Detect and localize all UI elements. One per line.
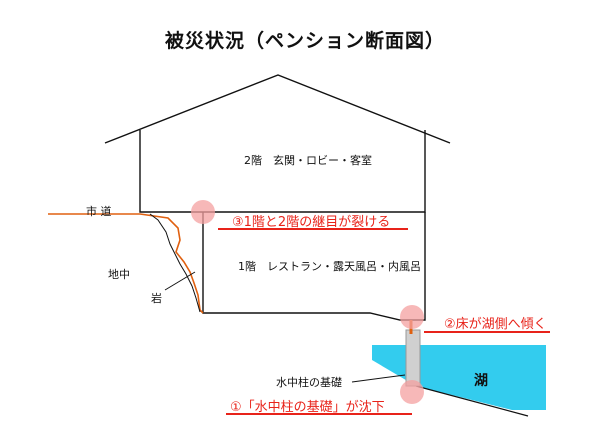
lake-bed-line (415, 385, 529, 417)
label-foundation: 水中柱の基礎 (276, 376, 342, 389)
annotation-joint-split: ③1階と2階の継目が裂ける (232, 215, 391, 230)
ground-line (48, 213, 204, 314)
label-lake: 湖 (474, 373, 488, 389)
highlight-circle-foundation (400, 380, 424, 404)
diagram-title: 被災状況（ペンション断面図） (164, 30, 445, 52)
annotation-foundation-underline (226, 413, 412, 415)
label-floor-1: 1階 レストラン・露天風呂・内風呂 (238, 260, 421, 273)
label-ground: 地中 (108, 268, 130, 281)
foundation-pointer (351, 374, 406, 383)
label-rock: 岩 (151, 292, 162, 305)
annotation-joint-underline (218, 228, 408, 230)
annotation-foundation-sink: ①「水中柱の基礎」が沈下 (230, 400, 385, 415)
underwater-pillar (405, 329, 421, 387)
second-floor-outline (139, 130, 426, 213)
highlight-circle-joint (191, 200, 215, 224)
roof (104, 74, 451, 144)
rock-pointer (164, 271, 196, 291)
annotation-floor-tilt: ②床が湖側へ傾く (444, 317, 547, 332)
label-floor-2: 2階 玄関・ロビー・客室 (244, 154, 372, 167)
lake-water (372, 345, 546, 410)
label-road: 市 道 (86, 205, 112, 218)
annotation-floor-underline (424, 331, 550, 333)
rock-boundary-line (149, 213, 201, 313)
first-floor-outline (202, 212, 426, 321)
highlight-circle-floor (400, 305, 424, 329)
